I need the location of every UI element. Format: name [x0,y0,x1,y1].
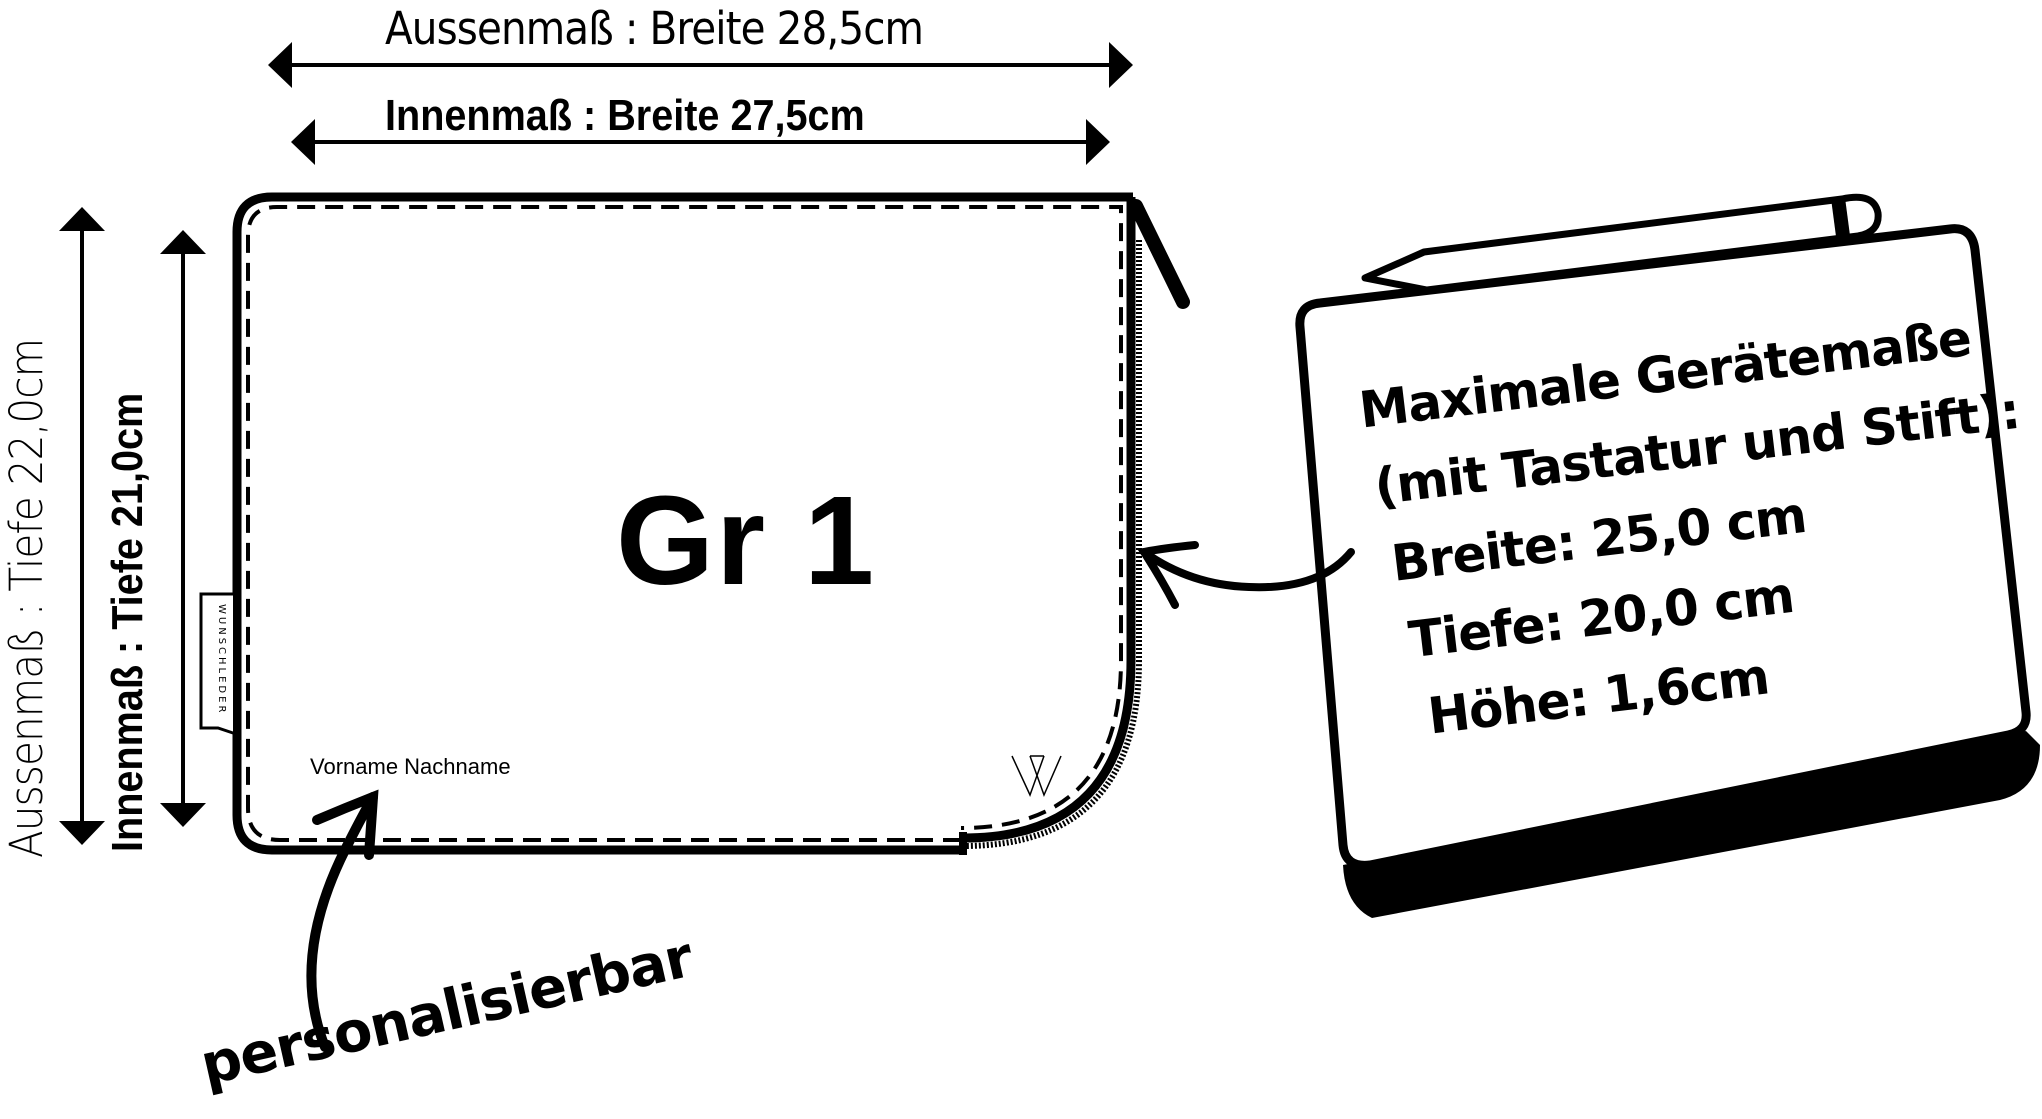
tablet-device [1295,193,2040,918]
personalize-arrow [306,789,379,1052]
outer-width-label: Aussenmaß : Breite 28,5cm [385,2,924,55]
outer-depth-label: Aussenmaß : Tiefe 22,0cm [0,338,53,858]
w-monogram-icon [1011,755,1062,798]
inner-depth-label: Innenmaß : Tiefe 21,0cm [103,392,152,852]
brand-tag [199,592,234,735]
device-spec: Maximale Gerätemaße (mit Tastatur und St… [1355,294,2042,759]
device-to-bag-arrow [1137,541,1355,609]
brand-tag-text: WUNSCHLEDER [216,604,227,716]
outer-width-arrow [268,42,1133,88]
size-title: Gr 1 [616,470,877,611]
name-placeholder: Vorname Nachname [310,754,511,779]
bag-outline [232,192,1190,855]
inner-depth-arrow [160,230,206,827]
inner-width-arrow [291,119,1110,165]
inner-width-label: Innenmaß : Breite 27,5cm [385,91,865,140]
outer-depth-arrow [59,207,105,845]
